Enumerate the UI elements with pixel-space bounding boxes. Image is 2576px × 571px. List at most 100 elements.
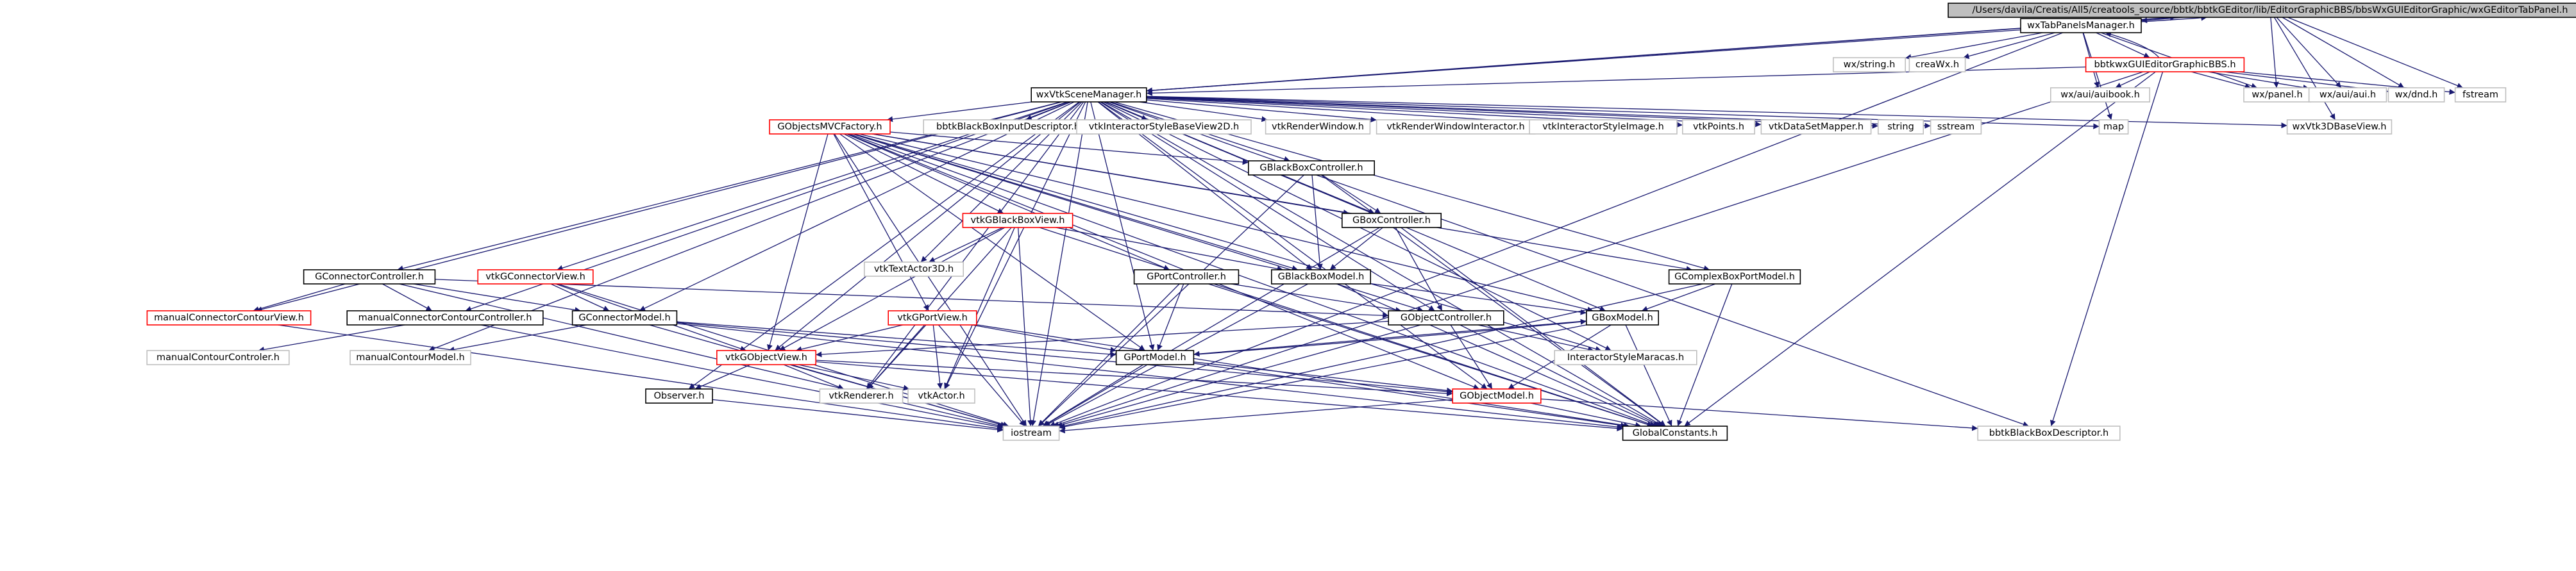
node-manualContourModel[interactable]: manualContourModel.h [349,350,471,365]
node-box [2308,87,2387,103]
node-label: creaWx.h [1915,60,1959,70]
edge-wxTabPanelsManager-to-map [2082,32,2112,120]
node-manualConnectorContourView[interactable]: manualConnectorContourView.h [146,310,312,326]
node-box [349,350,471,365]
edge-vtkGObjectView-to-Observer [695,364,751,390]
edge-GBoxController-to-GlobalConstants [1401,227,1666,427]
node-label: wxVtk3DBaseView.h [2292,122,2386,132]
node-label: manualContourModel.h [356,352,465,363]
node-GConnectorModel[interactable]: GConnectorModel.h [571,310,678,326]
edge-vtkGObjectView-to-vtkActor [798,364,910,391]
edge-GComplexBoxPortModel-to-iostream [1059,283,1703,429]
node-vtkActor[interactable]: vtkActor.h [907,388,975,404]
node-label: bbtkBlackBoxDescriptor.h [1989,428,2109,438]
node-label: fstream [2462,90,2498,100]
edge-vtkGPortView-to-vtkGObjectView [795,324,904,352]
node-box [571,310,678,326]
node-wxdnd[interactable]: wx/dnd.h [2387,87,2445,103]
node-vtkGBlackBoxView[interactable]: vtkGBlackBoxView.h [962,213,1073,228]
node-vtkGObjectView[interactable]: vtkGObjectView.h [716,350,817,365]
node-InteractorStyleMaracas[interactable]: InteractorStyleMaracas.h [1554,350,1697,365]
node-wxGUIEditorGraphicBBS[interactable]: bbtkwxGUIEditorGraphicBBS.h [2085,57,2245,72]
node-label: vtkGObjectView.h [725,352,807,363]
node-vtkRenderer[interactable]: vtkRenderer.h [819,388,904,404]
node-box [888,310,977,326]
node-wxVtkSceneManager[interactable]: wxVtkSceneManager.h [1031,87,1147,103]
node-vtkTextActor3D[interactable]: vtkTextActor3D.h [864,261,964,277]
node-wxstring[interactable]: wx/string.h [1833,57,1907,72]
edge-wxVtkSceneManager-to-GPortModel [1090,101,1155,351]
node-vtkRenderWindowInteractor[interactable]: vtkRenderWindowInteractor.h [1376,119,1536,135]
node-GObjectController[interactable]: GObjectController.h [1388,310,1504,326]
node-vtkRenderWindow[interactable]: vtkRenderWindow.h [1265,119,1371,135]
edge-GBoxController-to-GObjectController [1395,227,1443,311]
node-GConnectorController[interactable]: GConnectorController.h [303,269,436,285]
edge-GConnectorModel-to-manualContourModel [448,324,587,352]
node-box [1388,310,1504,326]
node-vtkGPortView[interactable]: vtkGPortView.h [888,310,977,326]
edge-GComplexBoxPortModel-to-GBoxModel [1641,283,1716,312]
node-vtkInteractorStyleImage[interactable]: vtkInteractorStyleImage.h [1529,119,1678,135]
edge-wxVtkSceneManager-to-vtkInteractorStyleImage [1146,97,1530,125]
node-wxVtk3DBaseView[interactable]: wxVtk3DBaseView.h [2286,119,2393,135]
node-bbtkBlackBoxDescriptor[interactable]: bbtkBlackBoxDescriptor.h [1977,426,2121,441]
edge-GConnectorModel-to-GObjectModel [677,322,1453,395]
node-box [962,213,1073,228]
node-label: GObjectController.h [1401,313,1492,323]
node-label: manualConnectorContourController.h [358,313,532,323]
edge-wxVtkSceneManager-to-vtkRenderWindowInteractor [1146,99,1377,122]
edge-GObjectController-to-GObjectModel [1450,324,1493,390]
node-sstream[interactable]: sstream [1930,119,1982,135]
node-string[interactable]: string [1878,119,1924,135]
node-GBlackBoxModel[interactable]: GBlackBoxModel.h [1271,269,1372,285]
node-Observer[interactable]: Observer.h [645,388,713,404]
edge-GConnectorModel-to-GlobalConstants [677,323,1623,430]
node-vtkPoints[interactable]: vtkPoints.h [1682,119,1756,135]
node-box [1554,350,1697,365]
edge-wxTabPanelsManager-to-iostream [1049,32,2063,427]
node-box [2286,119,2393,135]
node-wxauibook[interactable]: wx/aui/auibook.h [2050,87,2151,103]
node-GObjectsMVCFactory[interactable]: GObjectsMVCFactory.h [769,119,891,135]
node-GObjectModel[interactable]: GObjectModel.h [1452,388,1542,404]
node-GBlackBoxController[interactable]: GBlackBoxController.h [1248,160,1376,176]
node-wxTabPanelsManager[interactable]: wxTabPanelsManager.h [2020,18,2142,33]
edge-GObjectsMVCFactory-to-GBlackBoxController [889,131,1249,165]
node-label: wxTabPanelsManager.h [2027,21,2135,31]
node-wxauiaui[interactable]: wx/aui/aui.h [2308,87,2387,103]
node-box [1682,119,1756,135]
edge-GPortController-to-GPortModel [1157,283,1184,351]
node-wxpanel[interactable]: wx/panel.h [2243,87,2311,103]
node-box [1031,87,1147,103]
node-box [1948,3,2576,18]
node-GBoxController[interactable]: GBoxController.h [1342,213,1442,228]
node-vtkDataSetMapper[interactable]: vtkDataSetMapper.h [1760,119,1872,135]
node-creaWx[interactable]: creaWx.h [1908,57,1966,72]
node-bbtkBlackBoxInputDescriptor[interactable]: bbtkBlackBoxInputDescriptor.h [923,119,1093,135]
edge-wxVtkSceneManager-to-GBoxController [1106,101,1375,214]
edge-wxGUIEditorGraphicBBS-to-GlobalConstants [1684,71,2156,427]
node-fstream[interactable]: fstream [2454,87,2507,103]
edge-wxVtkSceneManager-to-iostream [1030,101,1088,427]
node-GBoxModel[interactable]: GBoxModel.h [1586,310,1660,326]
node-label: GPortController.h [1147,272,1226,282]
node-GComplexBoxPortModel[interactable]: GComplexBoxPortModel.h [1668,269,1801,285]
node-vtkInteractorStyleBaseView2D[interactable]: vtkInteractorStyleBaseView2D.h [1076,119,1252,135]
node-manualContourControler[interactable]: manualContourControler.h [146,350,290,365]
edge-GBlackBoxModel-to-GBoxModel [1370,283,1587,315]
node-GPortModel[interactable]: GPortModel.h [1115,350,1195,365]
node-GPortController[interactable]: GPortController.h [1133,269,1240,285]
node-manualConnectorContourController[interactable]: manualConnectorContourController.h [346,310,544,326]
node-map[interactable]: map [2098,119,2129,135]
node-box [1248,160,1376,176]
edge-vtkGPortView-to-GPortModel [972,324,1116,353]
node-box [1833,57,1907,72]
node-root[interactable]: /Users/davila/Creatis/All5/creatools_sou… [1948,3,2576,18]
node-iostream[interactable]: iostream [1002,426,1060,441]
edge-wxVtkSceneManager-to-vtkActor [944,101,1086,390]
edge-GConnectorController-to-manualConnectorContourController [382,283,433,311]
edge-vtkGBlackBoxView-to-vtkGObjectView [779,227,1006,351]
node-label: bbtkwxGUIEditorGraphicBBS.h [2094,60,2235,70]
node-vtkGConnectorView[interactable]: vtkGConnectorView.h [477,269,594,285]
node-GlobalConstants[interactable]: GlobalConstants.h [1622,426,1728,441]
